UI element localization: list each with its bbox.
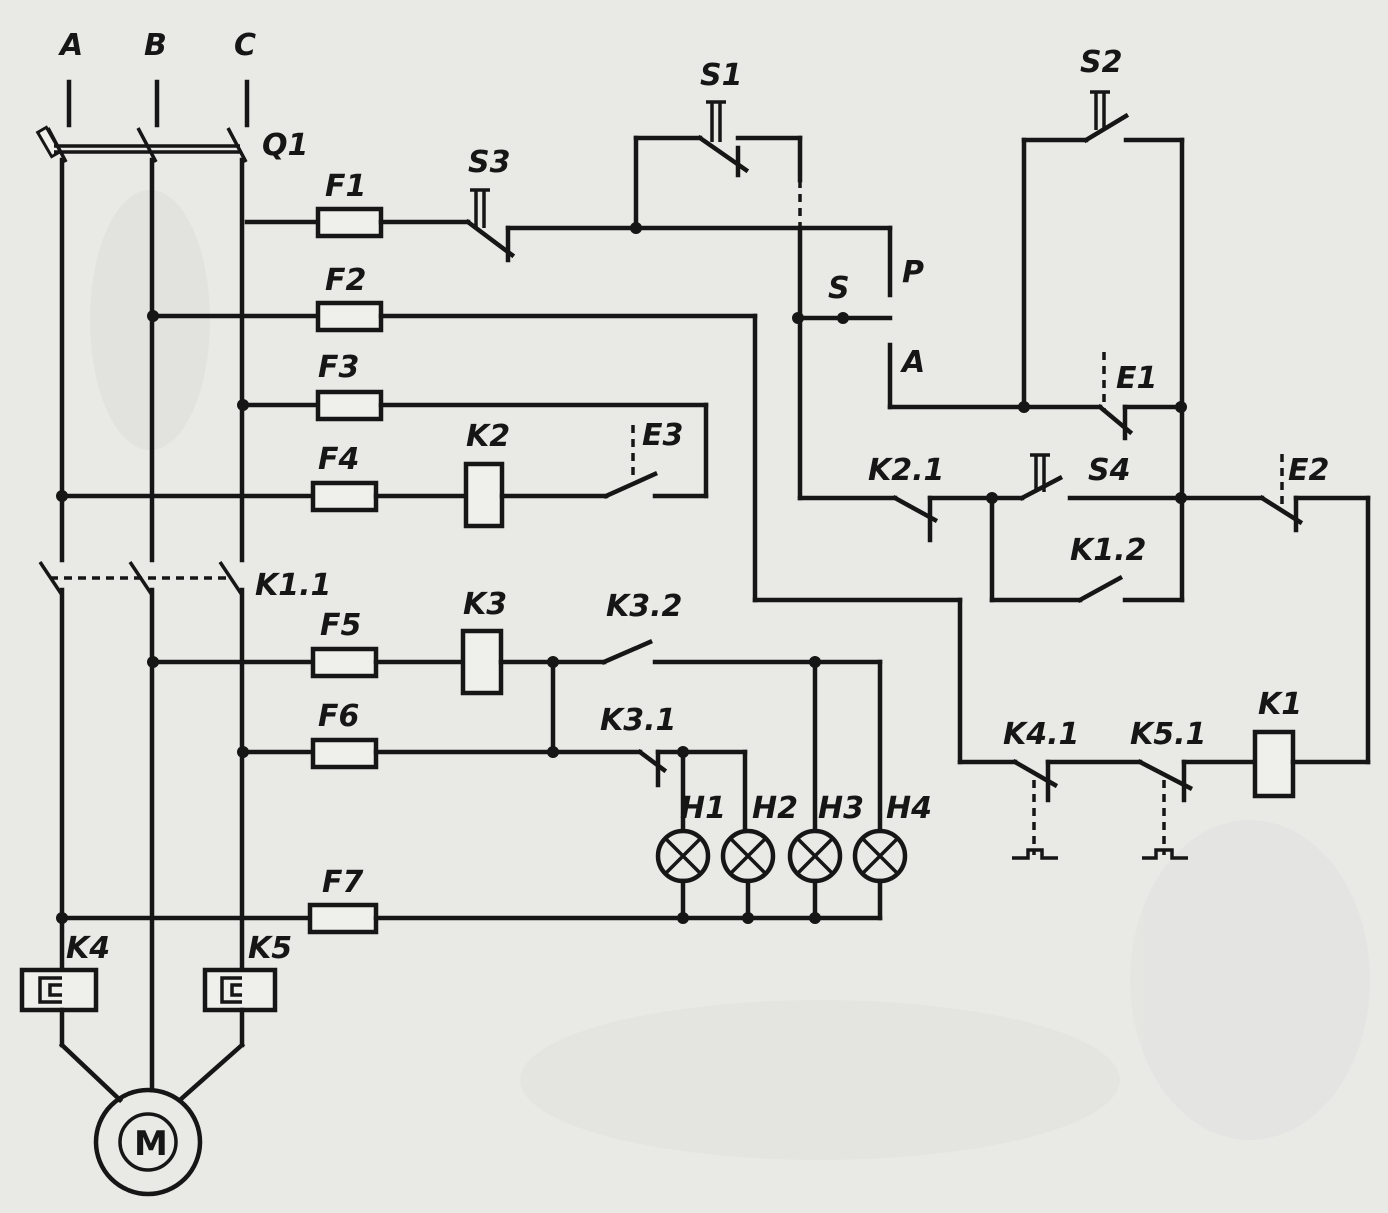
label-h4: H4 bbox=[886, 791, 932, 826]
label-e3: E3 bbox=[642, 418, 683, 453]
label-e2: E2 bbox=[1288, 453, 1329, 488]
label-f4: F4 bbox=[318, 442, 359, 477]
lamp-h3 bbox=[787, 828, 843, 884]
label-h3: H3 bbox=[818, 791, 864, 826]
label-k4: K4 bbox=[66, 931, 110, 966]
label-k1-1: K1.1 bbox=[255, 568, 331, 603]
label-e1: E1 bbox=[1116, 361, 1157, 396]
labels: A B C Q1 K1.1 F1 F2 F3 F4 F5 F6 F7 S3 S1… bbox=[58, 28, 1329, 1164]
label-s2: S2 bbox=[1080, 45, 1122, 80]
label-k3-1: K3.1 bbox=[600, 703, 676, 738]
contactor-k1-1 bbox=[38, 561, 244, 596]
circuit-f3-f4 bbox=[56, 389, 709, 529]
label-k2-1: K2.1 bbox=[868, 453, 944, 488]
label-a-switch: A bbox=[900, 345, 925, 380]
label-s4: S4 bbox=[1088, 453, 1130, 488]
circuit-k1-coil bbox=[797, 453, 1371, 860]
phase-buses bbox=[59, 79, 250, 1093]
label-phase-c: C bbox=[234, 28, 256, 63]
label-s: S bbox=[828, 271, 850, 306]
label-f2: F2 bbox=[325, 263, 366, 298]
label-phase-b: B bbox=[144, 28, 167, 63]
label-q1: Q1 bbox=[262, 128, 308, 163]
breaker-q1 bbox=[35, 125, 248, 163]
lamp-h4 bbox=[852, 828, 908, 884]
label-k3-2: K3.2 bbox=[606, 589, 682, 624]
label-k3: K3 bbox=[463, 587, 507, 622]
label-f3: F3 bbox=[318, 350, 359, 385]
label-k2: K2 bbox=[466, 419, 510, 454]
label-s3: S3 bbox=[468, 145, 510, 180]
circuit-f2 bbox=[147, 300, 1018, 765]
label-f5: F5 bbox=[320, 608, 361, 643]
label-f7: F7 bbox=[322, 865, 363, 900]
lamps bbox=[655, 828, 908, 921]
circuit-f5-f6 bbox=[147, 628, 883, 833]
label-f1: F1 bbox=[325, 169, 366, 204]
label-phase-a: A bbox=[58, 28, 83, 63]
label-f6: F6 bbox=[318, 699, 359, 734]
label-h2: H2 bbox=[752, 791, 798, 826]
lamp-h1 bbox=[655, 828, 711, 884]
label-s1: S1 bbox=[700, 58, 742, 93]
label-k1-2: K1.2 bbox=[1070, 533, 1146, 568]
label-k4-1: K4.1 bbox=[1003, 717, 1079, 752]
label-k5: K5 bbox=[248, 931, 292, 966]
circuit-f7 bbox=[56, 902, 883, 935]
label-k5-1: K5.1 bbox=[1130, 717, 1206, 752]
label-motor: M bbox=[134, 1124, 168, 1164]
motor-circuit bbox=[19, 967, 278, 1197]
label-k1: K1 bbox=[1258, 687, 1302, 722]
circuit-f1 bbox=[244, 90, 1187, 603]
label-p: P bbox=[902, 255, 924, 290]
lamp-h2 bbox=[720, 828, 776, 884]
paper-background bbox=[90, 190, 1370, 1160]
label-h1: H1 bbox=[680, 791, 726, 826]
